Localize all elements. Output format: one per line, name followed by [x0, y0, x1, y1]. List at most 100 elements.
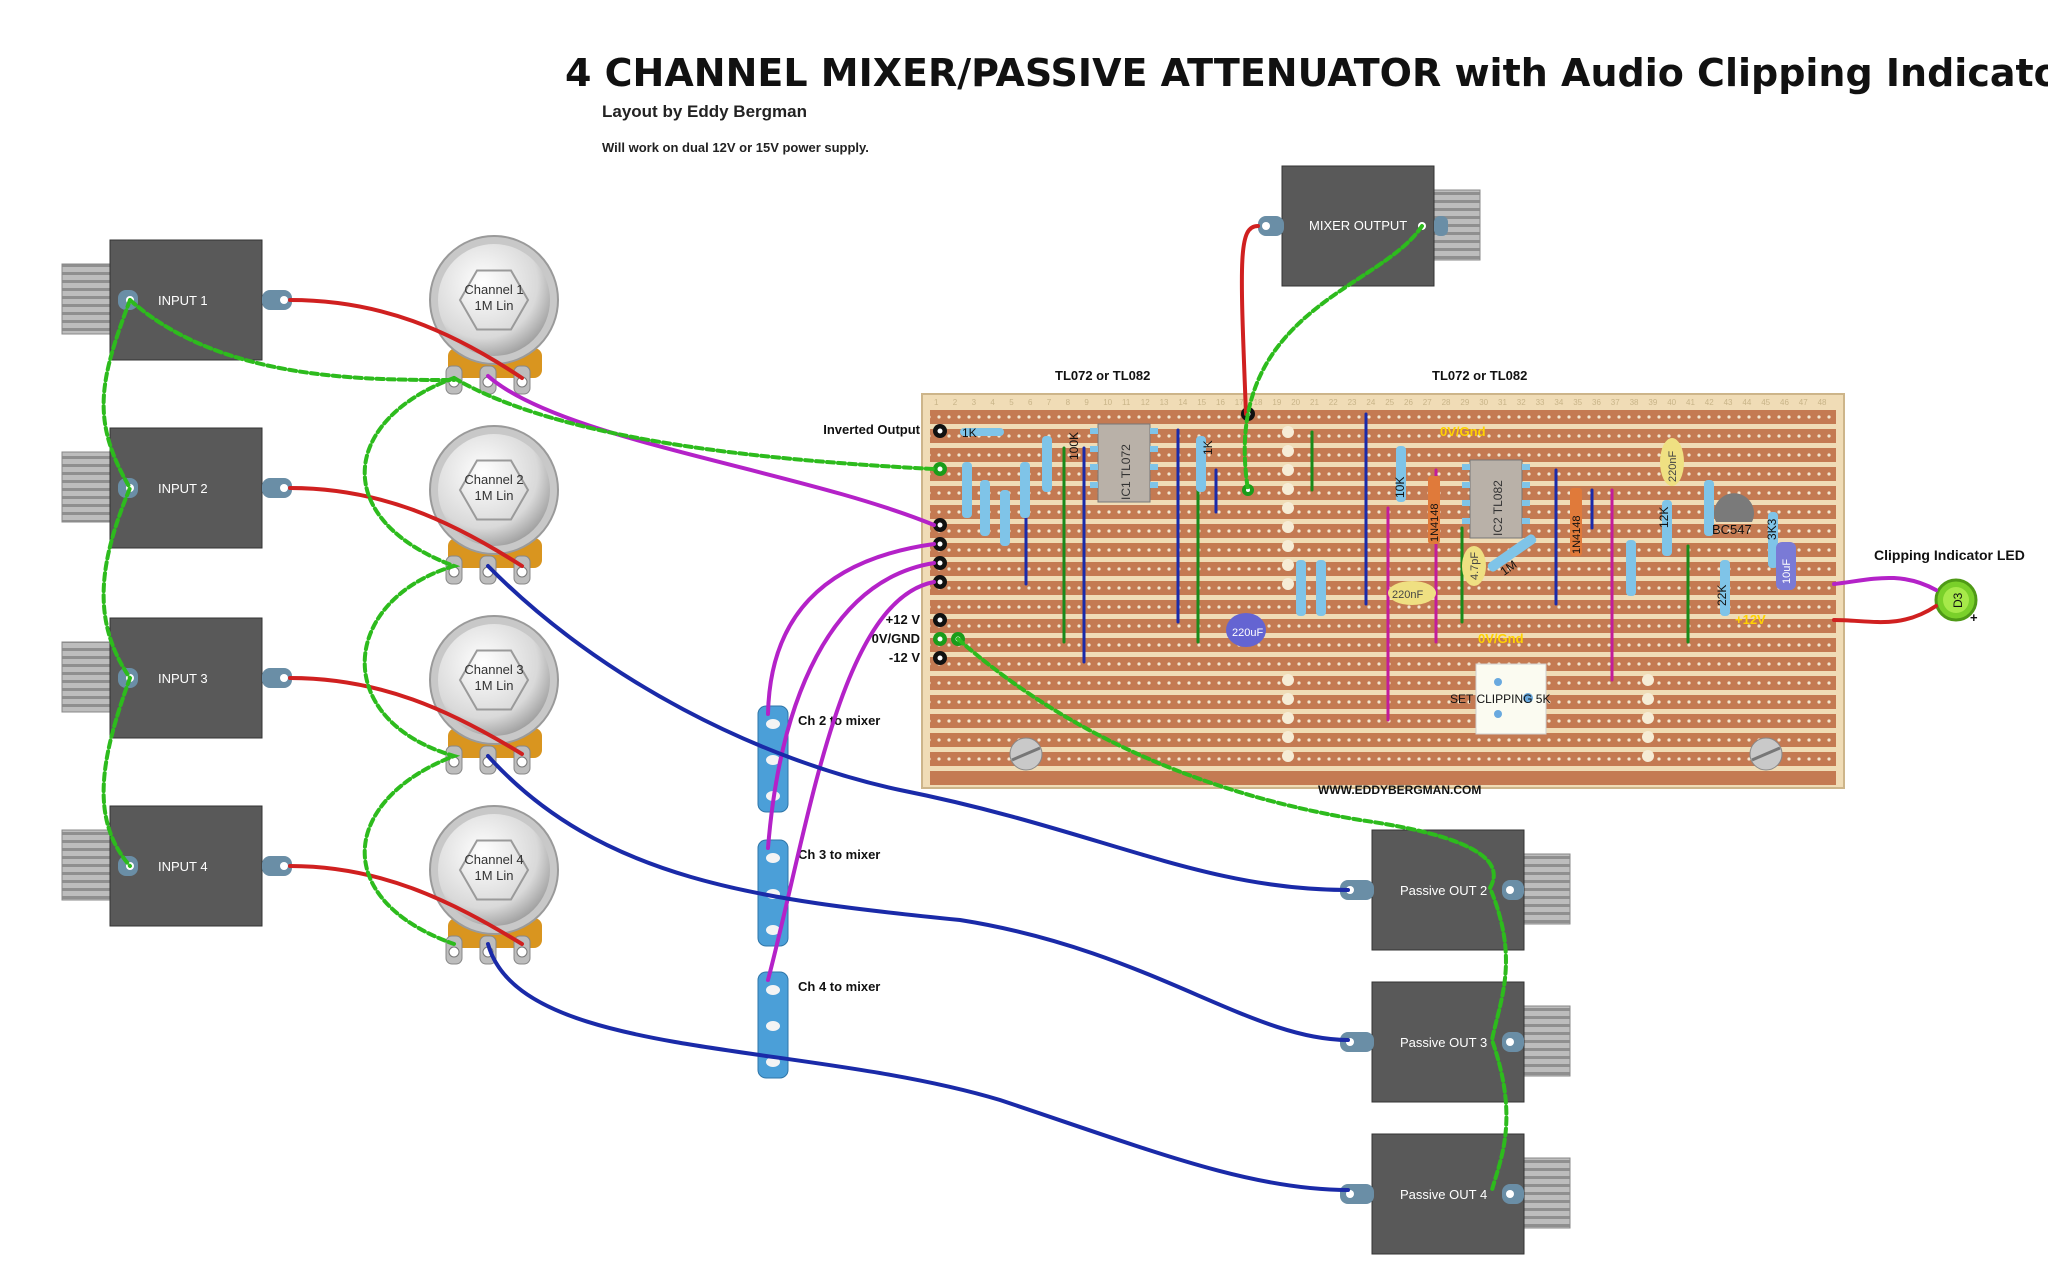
pot-name: Channel 1 — [464, 282, 523, 297]
pot-value: 1M Lin — [474, 298, 513, 313]
column-number: 41 — [1686, 398, 1695, 407]
column-number: 7 — [1047, 398, 1052, 407]
ic-label-left: TL072 or TL082 — [1055, 368, 1150, 383]
column-number: 22 — [1329, 398, 1338, 407]
pot-name: Channel 4 — [464, 852, 523, 867]
potentiometer: Channel 41M Lin — [429, 805, 559, 965]
passive-output-label: Passive OUT 3 — [1400, 1035, 1487, 1050]
column-number: 24 — [1366, 398, 1375, 407]
column-number: 30 — [1479, 398, 1488, 407]
r10k-label: 10K — [1393, 477, 1407, 498]
rail-gnd-bottom: 0V/Gnd — [1478, 631, 1524, 646]
column-number: 31 — [1498, 398, 1507, 407]
column-number: 20 — [1291, 398, 1300, 407]
cap-47pf — [1462, 546, 1486, 586]
column-number: 16 — [1216, 398, 1225, 407]
gnd-label: 0V/GND — [872, 631, 920, 646]
column-number: 23 — [1348, 398, 1357, 407]
cap-220uf — [1226, 613, 1266, 647]
rail-gnd-top: 0V/Gnd — [1440, 424, 1486, 439]
column-number: 18 — [1254, 398, 1263, 407]
potentiometer: Channel 11M Lin — [429, 235, 559, 395]
passive-output-label: Passive OUT 4 — [1400, 1187, 1487, 1202]
column-number: 9 — [1084, 398, 1089, 407]
mixer-output-label: MIXER OUTPUT — [1309, 218, 1407, 233]
column-number: 45 — [1761, 398, 1770, 407]
r100k-label: 100K — [1067, 432, 1081, 460]
trimmer-pot — [1475, 663, 1547, 735]
tag-strip: Ch 4 to mixer — [757, 971, 880, 1079]
ic1-chip — [1090, 423, 1158, 503]
website-label: WWW.EDDYBERGMAN.COM — [1318, 783, 1481, 797]
led-title: Clipping Indicator LED — [1874, 547, 2025, 563]
column-number: 46 — [1780, 398, 1789, 407]
input-jack: INPUT 2 — [61, 427, 292, 549]
r1k-b-label: 1K — [1201, 440, 1215, 455]
column-number: 21 — [1310, 398, 1319, 407]
column-number: 39 — [1648, 398, 1657, 407]
column-number: 6 — [1028, 398, 1033, 407]
pot-value: 1M Lin — [474, 868, 513, 883]
led-polarity: + — [1970, 610, 1978, 625]
ic-label-right: TL072 or TL082 — [1432, 368, 1527, 383]
diodes — [1428, 476, 1582, 556]
cap-10uf — [1776, 542, 1796, 590]
pot-name: Channel 3 — [464, 662, 523, 677]
potentiometer: Channel 31M Lin — [429, 615, 559, 775]
resistors — [960, 428, 1778, 616]
cap-220nf-b-label: 220nF — [1667, 451, 1679, 482]
ground-wires — [101, 224, 1509, 1192]
tag-strips: Ch 2 to mixer Ch 3 to mixer Ch 4 to mixer — [757, 705, 880, 1079]
column-number: 32 — [1517, 398, 1526, 407]
column-number: 29 — [1460, 398, 1469, 407]
minus12-label: -12 V — [889, 650, 920, 665]
input-jack-label: INPUT 4 — [158, 859, 208, 874]
input-jack-label: INPUT 1 — [158, 293, 208, 308]
trimmer-label: SET CLIPPING 5K — [1450, 692, 1550, 706]
ic2-chip — [1462, 459, 1530, 539]
cap-220nf-label: 220nF — [1392, 589, 1423, 601]
column-number: 17 — [1235, 398, 1244, 407]
transistor-bc547 — [1713, 493, 1754, 522]
column-number: 14 — [1178, 398, 1187, 407]
input-jack-label: INPUT 3 — [158, 671, 208, 686]
cap-220nf-b — [1660, 438, 1684, 486]
column-number: 15 — [1197, 398, 1206, 407]
input-jack: INPUT 3 — [61, 617, 292, 739]
column-number: 8 — [1066, 398, 1071, 407]
cap-47pf-label: 4.7pF — [1469, 552, 1481, 580]
r12k-label: 12K — [1657, 507, 1671, 528]
copper-strip — [930, 771, 1836, 785]
pot-value: 1M Lin — [474, 678, 513, 693]
cap-220uf-label: 220uF — [1232, 627, 1263, 639]
rail-12v: +12V — [1735, 612, 1766, 627]
column-number: 33 — [1536, 398, 1545, 407]
column-number: 47 — [1799, 398, 1808, 407]
column-number: 28 — [1442, 398, 1451, 407]
column-number: 35 — [1573, 398, 1582, 407]
column-number: 48 — [1818, 398, 1827, 407]
passive-output-jack: Passive OUT 2 — [1340, 829, 1571, 951]
tag-strip: Ch 2 to mixer — [757, 705, 880, 813]
tag-strip-label: Ch 4 to mixer — [798, 979, 880, 994]
column-number: 43 — [1724, 398, 1733, 407]
tag-strip-label: Ch 3 to mixer — [798, 847, 880, 862]
tag-strip-label: Ch 2 to mixer — [798, 713, 880, 728]
column-number: 12 — [1141, 398, 1150, 407]
power-note: Will work on dual 12V or 15V power suppl… — [602, 140, 869, 155]
input-jack: INPUT 1 — [61, 239, 292, 361]
input-jack-label: INPUT 2 — [158, 481, 208, 496]
column-number: 11 — [1122, 398, 1131, 407]
pot-name: Channel 2 — [464, 472, 523, 487]
column-number: 44 — [1742, 398, 1751, 407]
r22k-label: 22K — [1715, 585, 1729, 606]
ic1-label: IC1 TL072 — [1119, 444, 1133, 500]
column-number: 13 — [1160, 398, 1169, 407]
input-jacks: INPUT 1 INPUT 2 INPUT 3 INPUT 4 — [61, 239, 292, 927]
byline: Layout by Eddy Bergman — [602, 102, 807, 121]
column-number: 4 — [990, 398, 995, 407]
column-number: 36 — [1592, 398, 1601, 407]
wires — [288, 224, 1938, 1192]
